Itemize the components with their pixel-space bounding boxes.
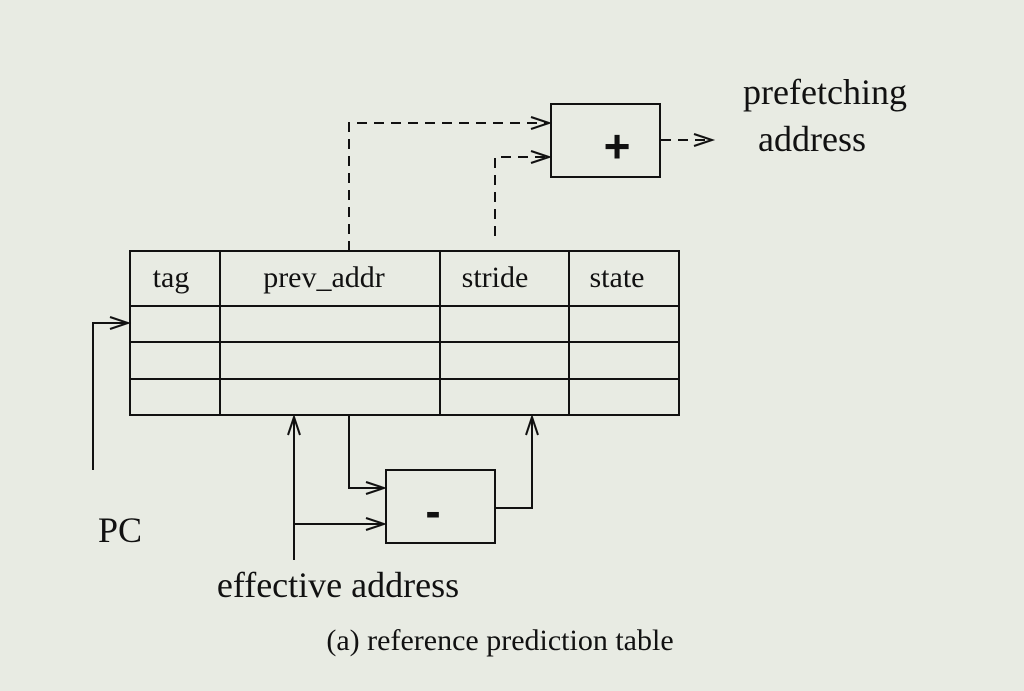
header-prev-addr: prev_addr: [263, 261, 385, 294]
figure-caption: (a) reference prediction table: [326, 624, 673, 657]
subtractor-unit: -: [385, 469, 496, 544]
effective-address-to-table-arrow: [287, 413, 301, 560]
header-stride: stride: [462, 261, 529, 294]
stride-to-adder-arrow: [494, 150, 553, 236]
subtractor-symbol: -: [425, 485, 440, 537]
pc-label: PC: [98, 510, 142, 550]
prev-addr-to-adder-arrow: [348, 116, 553, 251]
reference-prediction-table: tag prev_addr stride state: [129, 250, 680, 416]
prev-addr-to-subtractor-arrow: [348, 415, 388, 495]
effective-address-label: effective address: [217, 565, 459, 605]
output-label-line1: prefetching: [743, 72, 907, 112]
adder-box: [550, 103, 661, 178]
subtractor-to-stride-arrow: [496, 413, 539, 509]
header-state: state: [590, 261, 645, 294]
subtractor-box: [385, 469, 496, 544]
effective-address-to-subtractor-arrow: [294, 517, 388, 531]
adder-unit: +: [550, 103, 661, 178]
header-tag: tag: [153, 261, 190, 294]
pc-to-table-arrow: [92, 316, 132, 470]
table-border: [129, 250, 680, 416]
output-label-line2: address: [758, 119, 866, 159]
adder-output-arrow: [661, 133, 716, 147]
adder-symbol: +: [604, 120, 631, 172]
